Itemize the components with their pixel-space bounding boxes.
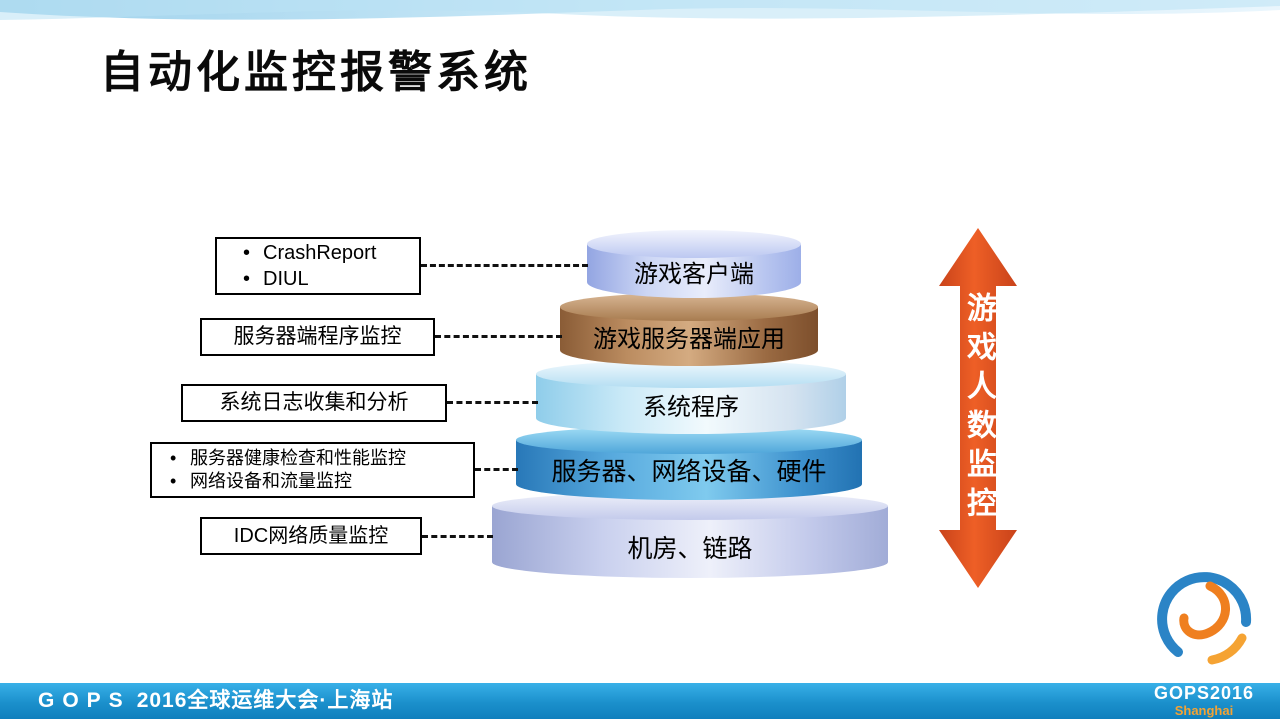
player-count-monitor-arrow: 游戏人数监控 bbox=[938, 228, 1018, 588]
layer-system-programs: 系统程序 bbox=[536, 360, 846, 434]
double-arrow-icon bbox=[939, 228, 1017, 588]
arrow-label: 游戏人数监控 bbox=[962, 292, 995, 526]
layer-game-client: 游戏客户端 bbox=[587, 230, 801, 298]
annotation-box-syslog-analysis: 系统日志收集和分析 bbox=[181, 384, 447, 422]
connector-line bbox=[435, 335, 562, 338]
layer-label: 游戏服务器端应用 bbox=[593, 326, 785, 353]
layer-cap bbox=[587, 230, 801, 258]
connector-line bbox=[422, 535, 493, 538]
layer-servers-network-hardware: 服务器、网络设备、硬件 bbox=[516, 426, 862, 500]
annotation-item: 服务器端程序监控 bbox=[233, 325, 402, 349]
annotation-box-client-tools: CrashReport DIUL bbox=[215, 237, 421, 295]
annotation-box-server-program-monitor: 服务器端程序监控 bbox=[200, 318, 435, 356]
annotation-item: 网络设备和流量监控 bbox=[166, 470, 473, 493]
connector-line bbox=[421, 264, 588, 267]
footer-event: 2016全球运维大会·上海站 bbox=[136, 689, 394, 712]
logo-title: GOPS2016 bbox=[1153, 683, 1254, 703]
annotation-item: CrashReport bbox=[239, 240, 419, 266]
annotation-item: 服务器健康检查和性能监控 bbox=[166, 447, 473, 470]
footer-brand: GOPS bbox=[38, 689, 131, 712]
logo-subtitle: Shanghai bbox=[1174, 703, 1234, 718]
layer-label: 系统程序 bbox=[643, 393, 739, 421]
layer-label: 游戏客户端 bbox=[634, 260, 754, 288]
page-title: 自动化监控报警系统 bbox=[100, 48, 532, 97]
connector-line bbox=[447, 401, 538, 404]
annotation-box-health-and-traffic: 服务器健康检查和性能监控 网络设备和流量监控 bbox=[150, 442, 475, 498]
gops-logo-icon bbox=[1157, 572, 1252, 665]
annotation-item: IDC网络质量监控 bbox=[233, 525, 389, 547]
logo-text: GOPS2016 Shanghai bbox=[1154, 684, 1254, 717]
annotation-item: 系统日志收集和分析 bbox=[219, 391, 409, 415]
layer-datacenter-links: 机房、链路 bbox=[492, 492, 888, 578]
top-wave-decoration bbox=[0, 0, 1280, 20]
layer-game-server-app: 游戏服务器端应用 bbox=[560, 293, 818, 366]
layer-label: 服务器、网络设备、硬件 bbox=[551, 458, 827, 486]
annotation-item: DIUL bbox=[239, 266, 419, 292]
connector-line bbox=[475, 468, 518, 471]
annotation-box-idc-network: IDC网络质量监控 bbox=[200, 517, 422, 555]
layer-label: 机房、链路 bbox=[627, 535, 753, 563]
layer-body: 机房、链路 bbox=[492, 506, 888, 578]
